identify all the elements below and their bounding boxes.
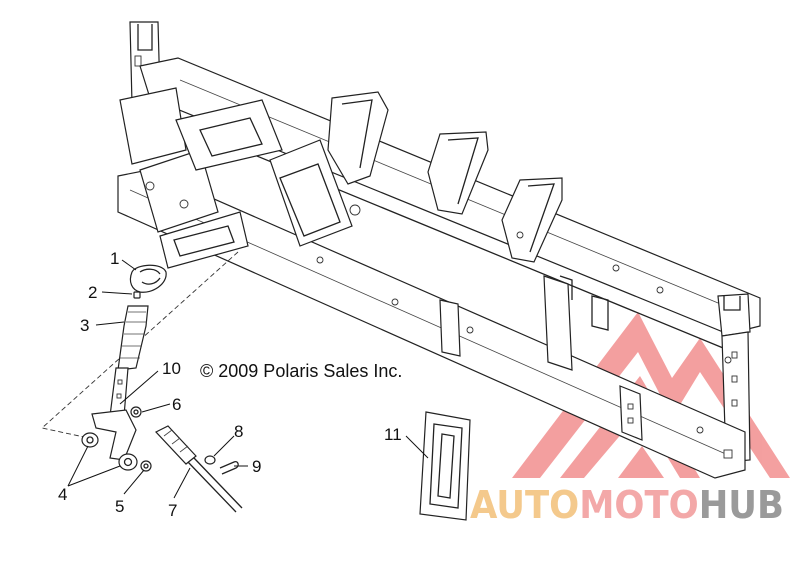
part-4-bushings [81,432,138,471]
part-3-shift-boot [117,305,149,371]
part-8-washer [204,455,216,465]
callout-10: 10 [162,359,181,378]
watermark-text: AUTOMOTOHUB [470,483,784,527]
chassis-frame [117,21,761,479]
part-1-shift-knob [129,264,167,293]
callout-9: 9 [252,457,261,476]
copyright-notice: © 2009 Polaris Sales Inc. [200,361,402,381]
part-6-nut [130,406,142,418]
watermark-hub: HUB [699,483,784,527]
watermark-auto: AUTO [470,483,579,527]
callout-2: 2 [88,283,97,302]
part-11-gasket [419,411,471,521]
callout-3: 3 [80,316,89,335]
callout-11: 11 [384,425,402,444]
watermark-moto: MOTO [579,483,698,527]
callout-4: 4 [58,485,67,504]
part-5-clip [140,460,152,472]
callout-5: 5 [115,497,124,516]
part-7-shift-cable [155,425,243,513]
callout-6: 6 [172,395,181,414]
callout-7: 7 [168,501,177,520]
callout-8: 8 [234,422,243,441]
callout-1: 1 [110,249,119,268]
part-2-pin [133,291,141,299]
logo-triangle-small [618,446,664,478]
leader-lines [67,259,429,499]
svg-text:AUTOMOTOHUB: AUTOMOTOHUB [470,483,784,527]
part-9-cotter-pin [219,460,239,475]
part-10-shift-lever [91,367,137,461]
